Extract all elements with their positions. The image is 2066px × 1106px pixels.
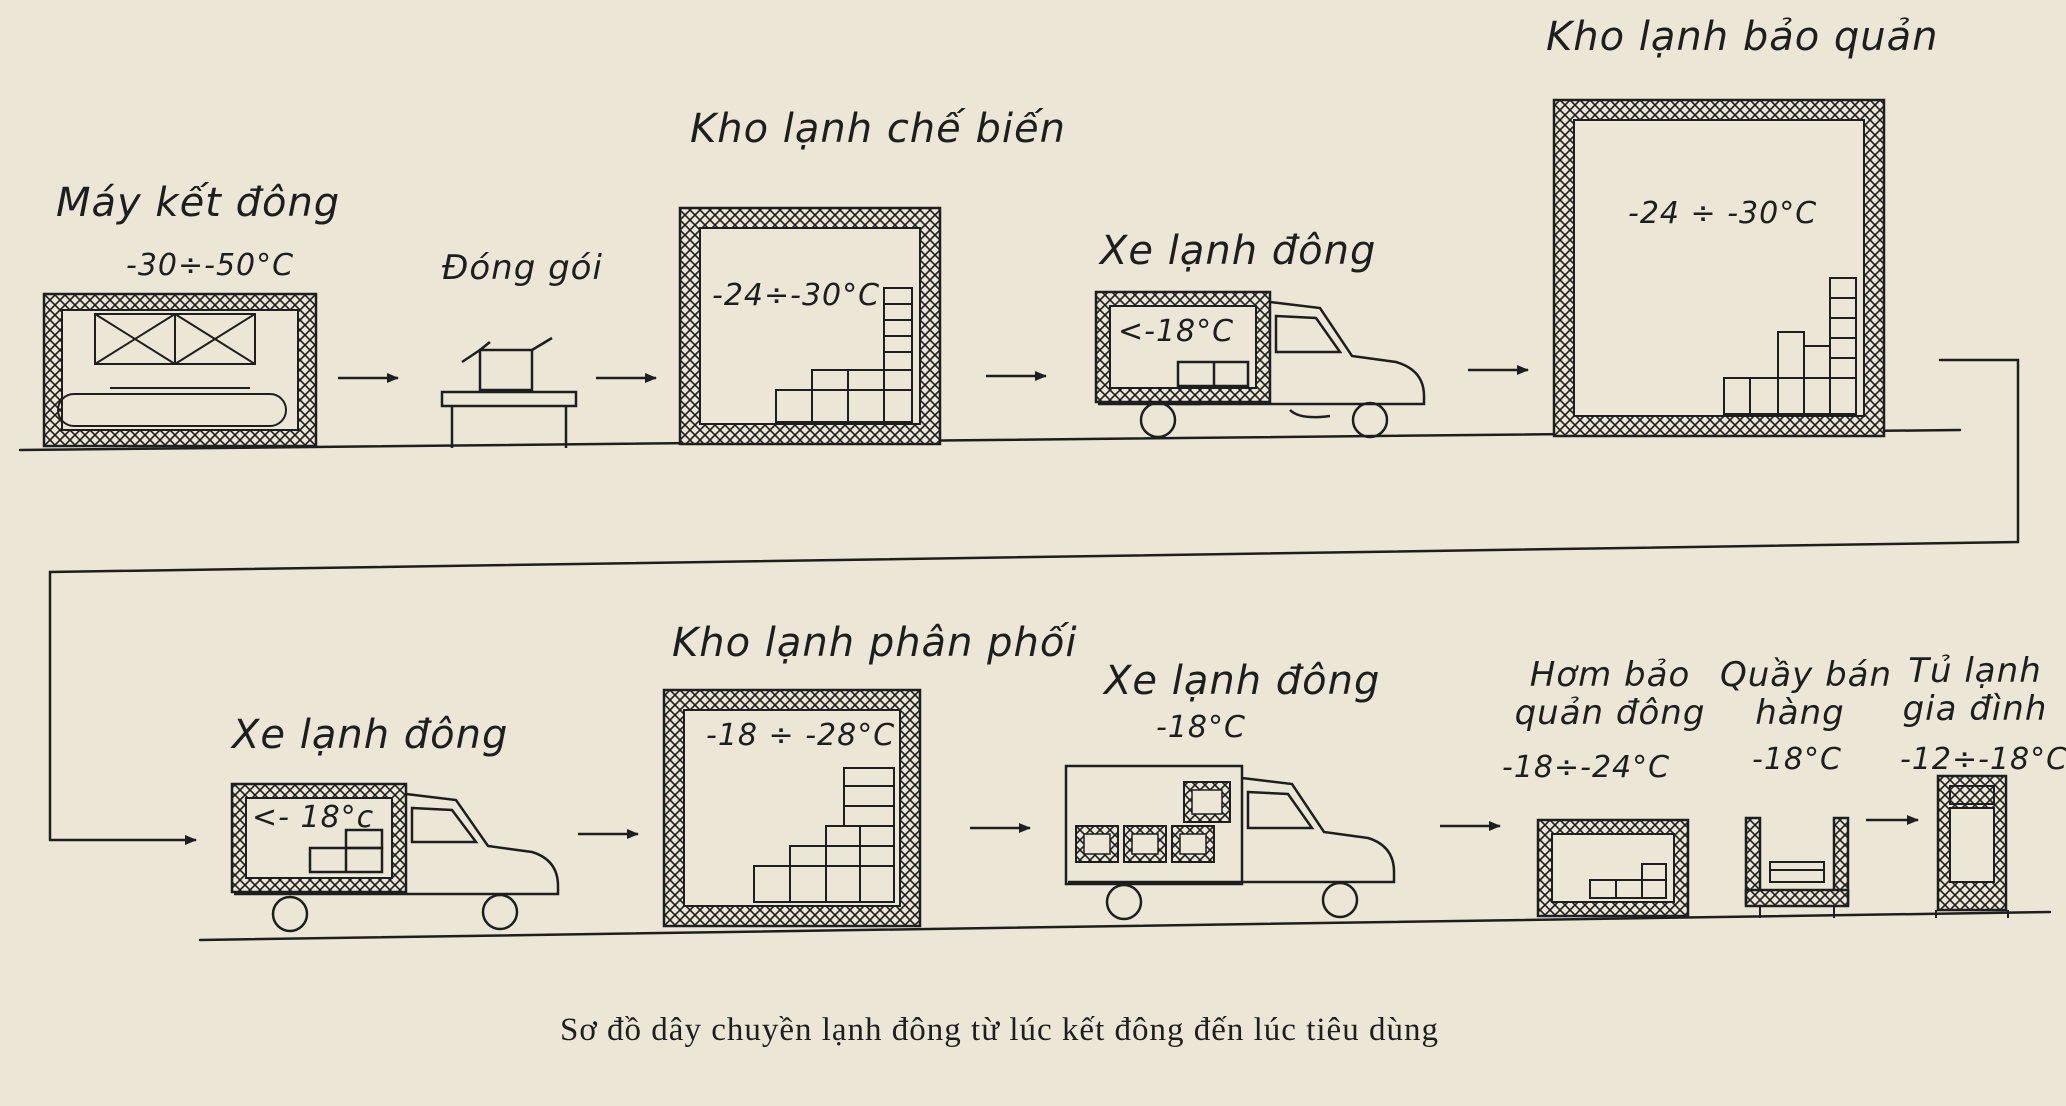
truck3-temp: -18°C: [1156, 710, 1246, 745]
packing-label: Đóng gói: [442, 248, 603, 288]
home-fridge: [1935, 774, 2009, 918]
processing-store: [678, 206, 942, 446]
distribution-store-temp: -18 ÷ -28°C: [706, 718, 896, 753]
storage-store-temp: -24 ÷ -30°C: [1628, 196, 1818, 231]
truck2-temp: <- 18°c: [252, 800, 375, 835]
diagram-caption: Sơ đồ dây chuyền lạnh đông từ lúc kết đô…: [560, 1012, 1439, 1048]
freezer-chest: [1536, 818, 1690, 918]
home-fridge-label-line2: gia đình: [1902, 689, 2048, 730]
connector-line: [48, 358, 2020, 842]
truck2-label: Xe lạnh đông: [232, 712, 509, 758]
home-fridge-label: Tủ lạnh gia đình: [1892, 652, 2058, 728]
processing-store-label: Kho lạnh chế biến: [690, 106, 1066, 152]
sales-counter: [1744, 816, 1850, 918]
truck1-temp: <-18°C: [1118, 314, 1235, 349]
freezer-chest-label-line2: quản đông: [1514, 693, 1706, 734]
counter-temp: -18°C: [1752, 742, 1842, 777]
freezer-chest-temp: -18÷-24°C: [1502, 750, 1671, 785]
truck1-label: Xe lạnh đông: [1100, 228, 1377, 274]
freezer-temp: -30÷-50°C: [126, 248, 295, 283]
home-fridge-temp: -12÷-18°C: [1900, 742, 2066, 777]
freezer-chest-label: Hơm bảo quản đông: [1500, 656, 1720, 732]
distribution-store: [662, 688, 922, 928]
packing-table: [440, 336, 578, 448]
truck-1: [1094, 290, 1426, 439]
truck3-label: Xe lạnh đông: [1104, 658, 1381, 704]
counter-label-line1: Quầy bán: [1720, 655, 1893, 695]
distribution-store-label: Kho lạnh phân phối: [672, 620, 1078, 666]
freezer-label: Máy kết đông: [56, 180, 341, 226]
freezer-chest-label-line1: Hơm bảo: [1529, 655, 1691, 695]
storage-store: [1552, 98, 1886, 438]
ground-line-bottom: [198, 910, 2052, 942]
truck-2: [230, 782, 560, 933]
freezer-machine: [42, 292, 318, 448]
counter-label-line2: hàng: [1755, 693, 1845, 734]
processing-store-temp: -24÷-30°C: [712, 278, 881, 313]
counter-label: Quầy bán hàng: [1720, 655, 1893, 734]
home-fridge-label-line1: Tủ lạnh: [1908, 651, 2042, 691]
storage-store-label: Kho lạnh bảo quản: [1546, 14, 1939, 60]
truck-3: [1064, 764, 1396, 921]
